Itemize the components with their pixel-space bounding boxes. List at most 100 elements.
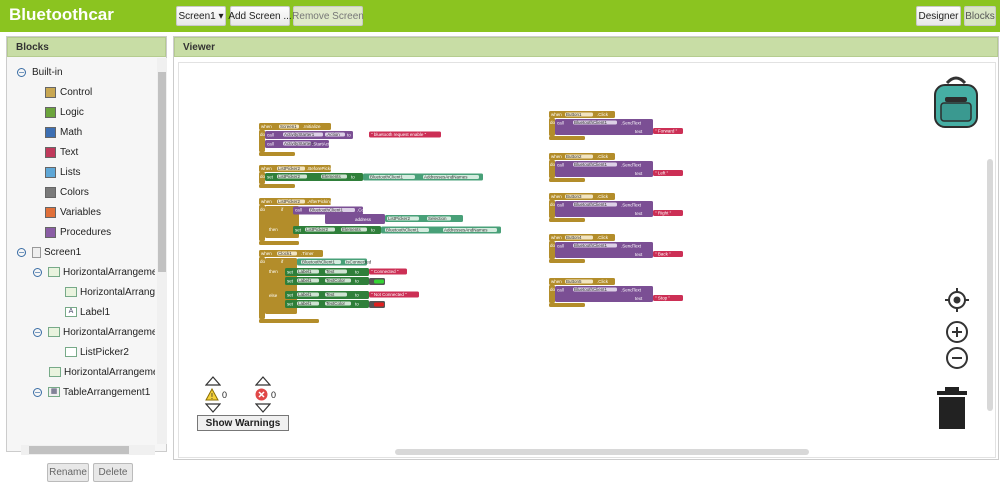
component-tag[interactable] — [277, 251, 297, 256]
property-tag[interactable] — [443, 228, 497, 232]
component-tag[interactable] — [573, 162, 617, 167]
component-tag[interactable] — [305, 227, 335, 232]
backpack-icon[interactable] — [927, 73, 985, 131]
tree-table[interactable]: − ▦ TableArrangement1 — [33, 382, 150, 402]
event-block-spine[interactable] — [259, 205, 265, 241]
component-tag[interactable] — [297, 301, 319, 306]
designer-button[interactable]: Designer — [916, 6, 961, 26]
drawer-math[interactable]: Math — [45, 122, 82, 142]
text-block[interactable] — [369, 291, 419, 298]
color-swatch[interactable] — [374, 279, 384, 284]
component-tag[interactable] — [565, 194, 593, 199]
component-tag[interactable] — [277, 166, 305, 171]
event-block-footer[interactable] — [259, 184, 295, 188]
rename-button[interactable]: Rename — [47, 463, 89, 482]
event-block-spine[interactable] — [549, 241, 555, 259]
component-tag[interactable] — [565, 112, 593, 117]
tree-ha4[interactable]: HorizontalArrangement4 — [49, 362, 155, 382]
scroll-thumb[interactable] — [158, 72, 166, 272]
text-block[interactable] — [653, 128, 683, 134]
property-tag[interactable] — [325, 132, 345, 137]
text-block[interactable] — [653, 251, 683, 257]
drawer-procedures[interactable]: Procedures — [45, 222, 111, 242]
delete-button[interactable]: Delete — [93, 463, 133, 482]
text-block[interactable] — [653, 210, 683, 216]
event-block-spine[interactable] — [549, 200, 555, 218]
component-tag[interactable] — [565, 279, 593, 284]
tree-vertical-scrollbar[interactable] — [157, 58, 167, 444]
property-tag[interactable] — [423, 175, 479, 179]
text-block[interactable] — [653, 295, 683, 301]
tree-ha1-child[interactable]: HorizontalArrangement2 — [65, 282, 155, 302]
component-tag[interactable] — [573, 120, 617, 125]
call-block-arg[interactable] — [325, 214, 385, 224]
drawer-lists[interactable]: Lists — [45, 162, 81, 182]
component-tag[interactable] — [283, 141, 311, 146]
property-tag[interactable] — [325, 269, 347, 274]
component-tag[interactable] — [573, 202, 617, 207]
component-tag[interactable] — [565, 154, 593, 159]
event-block-spine[interactable] — [259, 130, 265, 152]
drawer-control[interactable]: Control — [45, 82, 92, 102]
event-block-spine[interactable] — [259, 257, 265, 319]
warnings-down-arrow-icon[interactable] — [205, 403, 221, 413]
tree-horizontal-scrollbar[interactable] — [21, 445, 155, 455]
event-block-footer[interactable] — [549, 178, 585, 182]
component-tag[interactable] — [297, 278, 319, 283]
event-block-spine[interactable] — [549, 160, 555, 178]
component-tag[interactable] — [277, 174, 307, 179]
errors-down-arrow-icon[interactable] — [255, 403, 271, 413]
property-tag[interactable] — [325, 278, 351, 283]
event-block-spine[interactable] — [549, 118, 555, 136]
component-tag[interactable] — [369, 175, 415, 179]
collapse-icon[interactable]: − — [33, 387, 42, 397]
collapse-icon[interactable]: − — [17, 67, 26, 77]
tree-ha1[interactable]: − HorizontalArrangement1 — [33, 262, 155, 282]
event-block-footer[interactable] — [259, 319, 319, 323]
errors-up-arrow-icon[interactable] — [255, 376, 271, 386]
component-tag[interactable] — [277, 199, 305, 204]
collapse-icon[interactable]: − — [33, 267, 42, 277]
tree-screen1[interactable]: − Screen1 — [17, 242, 81, 262]
blocks-button[interactable]: Blocks — [964, 6, 996, 26]
if-block[interactable] — [265, 206, 299, 238]
warnings-up-arrow-icon[interactable] — [205, 376, 221, 386]
trash-icon[interactable] — [933, 385, 971, 433]
property-tag[interactable] — [427, 216, 451, 221]
event-block-footer[interactable] — [549, 218, 585, 222]
workspace-horizontal-scrollbar[interactable] — [395, 449, 809, 455]
text-block[interactable] — [369, 131, 441, 138]
event-block-spine[interactable] — [259, 172, 265, 184]
component-tag[interactable] — [387, 216, 419, 221]
component-tag[interactable] — [279, 124, 299, 129]
event-block-spine[interactable] — [549, 285, 555, 303]
property-tag[interactable] — [345, 260, 365, 264]
property-tag[interactable] — [321, 174, 347, 179]
text-block[interactable] — [369, 268, 407, 275]
component-tag[interactable] — [573, 287, 617, 292]
drawer-text[interactable]: Text — [45, 142, 78, 162]
component-tag[interactable] — [573, 243, 617, 248]
property-tag[interactable] — [325, 301, 351, 306]
tree-listpicker2[interactable]: ListPicker2 — [65, 342, 129, 362]
drawer-logic[interactable]: Logic — [45, 102, 84, 122]
component-tag[interactable] — [283, 132, 323, 137]
remove-screen-button[interactable]: Remove Screen — [292, 6, 364, 26]
component-tag[interactable] — [297, 269, 319, 274]
collapse-icon[interactable]: − — [17, 247, 26, 257]
component-tag[interactable] — [297, 292, 319, 297]
tree-ha3[interactable]: − HorizontalArrangement3 — [33, 322, 155, 342]
drawer-variables[interactable]: Variables — [45, 202, 101, 222]
property-tag[interactable] — [341, 227, 367, 232]
component-tag[interactable] — [301, 260, 341, 264]
event-block-footer[interactable] — [549, 259, 585, 263]
tree-builtin[interactable]: − Built-in — [17, 62, 63, 82]
event-block-footer[interactable] — [549, 136, 585, 140]
scroll-thumb[interactable] — [29, 446, 129, 454]
show-warnings-button[interactable]: Show Warnings — [197, 415, 289, 431]
center-target-icon[interactable] — [944, 287, 970, 313]
tree-label1[interactable]: A Label1 — [65, 302, 110, 322]
component-tag[interactable] — [565, 235, 593, 240]
